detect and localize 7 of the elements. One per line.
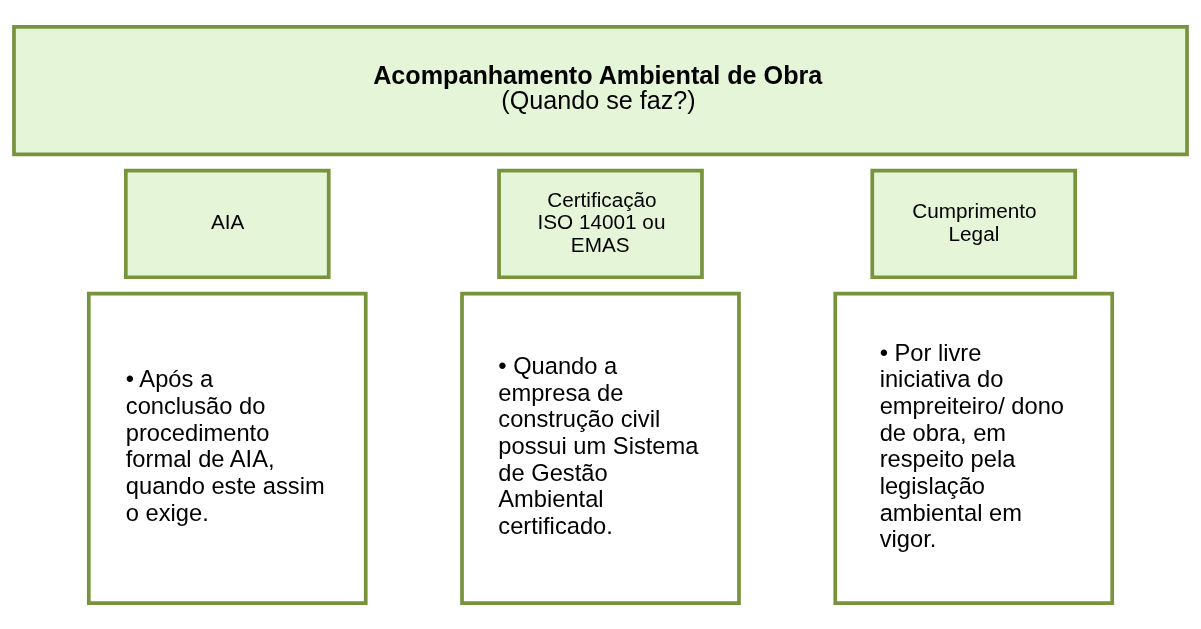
node-box: • Quando a empresa de construção civil possui um Sistema de Gestão Ambiental certificado. [460,291,741,605]
node-box: Cumprimento Legal [870,168,1078,279]
node-box: • Após a conclusão do procedimento formal de AIA, quando este assim o exige. [86,291,368,605]
node-box: • Por livre iniciativa do empreiteiro/ dono de obra, em respeito pela legislação ambiental em vigor. [833,291,1115,605]
node-box: Certificação ISO 14001 ou EMAS [497,168,704,279]
node-box: AIA [123,168,331,279]
node-box: Acompanhamento Ambiental de Obra (Quando se faz?) [12,24,1189,156]
